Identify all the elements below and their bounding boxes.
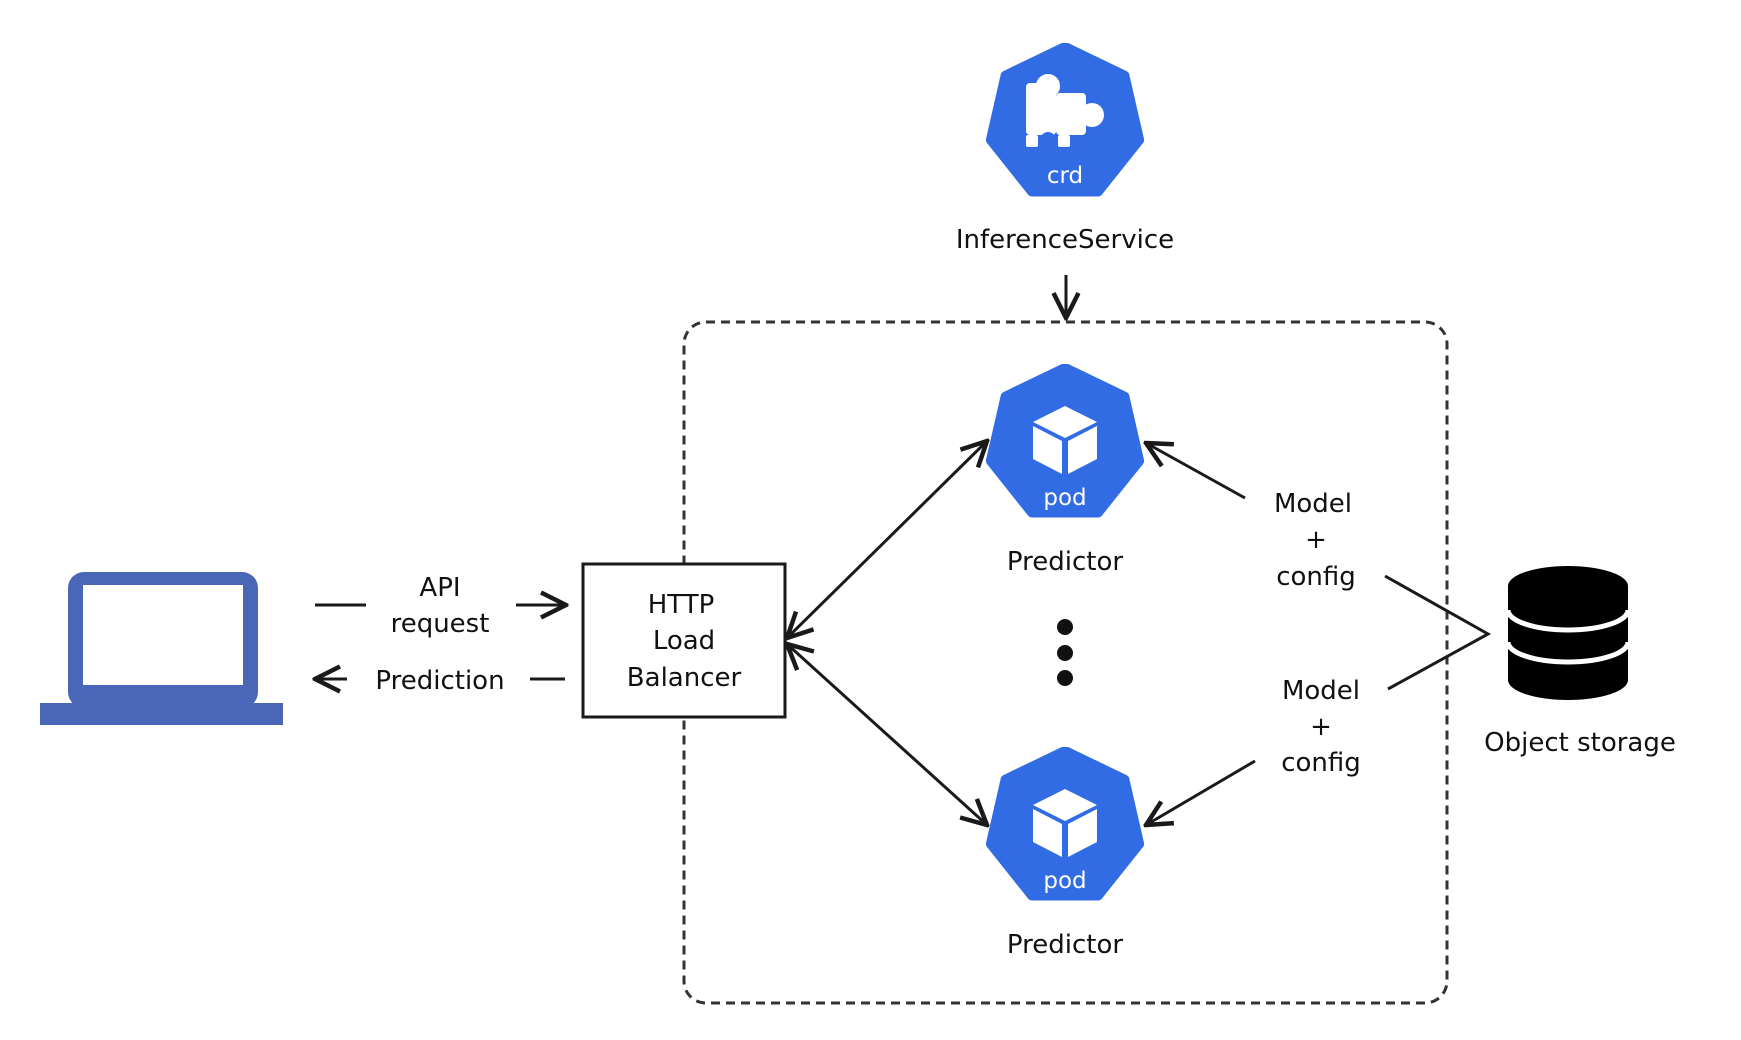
model-config-top-3: config — [1276, 562, 1356, 592]
storage-connector — [1384, 574, 1492, 691]
ellipsis-icon — [1057, 619, 1073, 686]
pod-icon-text-2: pod — [1043, 868, 1086, 894]
predictor-label-1: Predictor — [1007, 547, 1123, 577]
model-config-bottom-arrow — [1146, 759, 1256, 825]
model-config-top-arrow — [1146, 443, 1246, 500]
lb-pod2-arrow — [787, 644, 987, 825]
load-balancer-label-3: Balancer — [627, 663, 742, 693]
pod-icon-text-1: pod — [1043, 485, 1086, 511]
cube-icon — [1033, 789, 1097, 857]
model-config-bottom-2: + — [1310, 712, 1332, 742]
crd-icon-text: crd — [1047, 163, 1083, 189]
puzzle-icon — [1026, 74, 1104, 148]
database-icon — [1505, 566, 1631, 700]
model-config-top-1: Model — [1274, 489, 1352, 519]
crd-icon-group: crd — [991, 47, 1139, 192]
object-storage-label: Object storage — [1484, 728, 1676, 758]
load-balancer-box — [581, 562, 787, 719]
prediction-label: Prediction — [375, 666, 504, 696]
laptop-icon — [40, 572, 283, 725]
lb-pod1-arrow — [787, 441, 987, 638]
model-config-bottom-1: Model — [1282, 676, 1360, 706]
load-balancer-label-2: Load — [653, 626, 715, 656]
cube-icon — [1033, 406, 1097, 474]
pod-icon-group-2: pod — [991, 751, 1139, 896]
model-config-bottom-3: config — [1281, 748, 1361, 778]
pod-icon-group-1: pod — [991, 368, 1139, 513]
api-request-label-2: request — [391, 609, 490, 639]
model-config-top-2: + — [1305, 525, 1327, 555]
predictor-label-2: Predictor — [1007, 930, 1123, 960]
load-balancer-label-1: HTTP — [648, 590, 715, 620]
inferenceservice-label: InferenceService — [956, 225, 1174, 255]
api-request-label-1: API — [419, 573, 460, 603]
